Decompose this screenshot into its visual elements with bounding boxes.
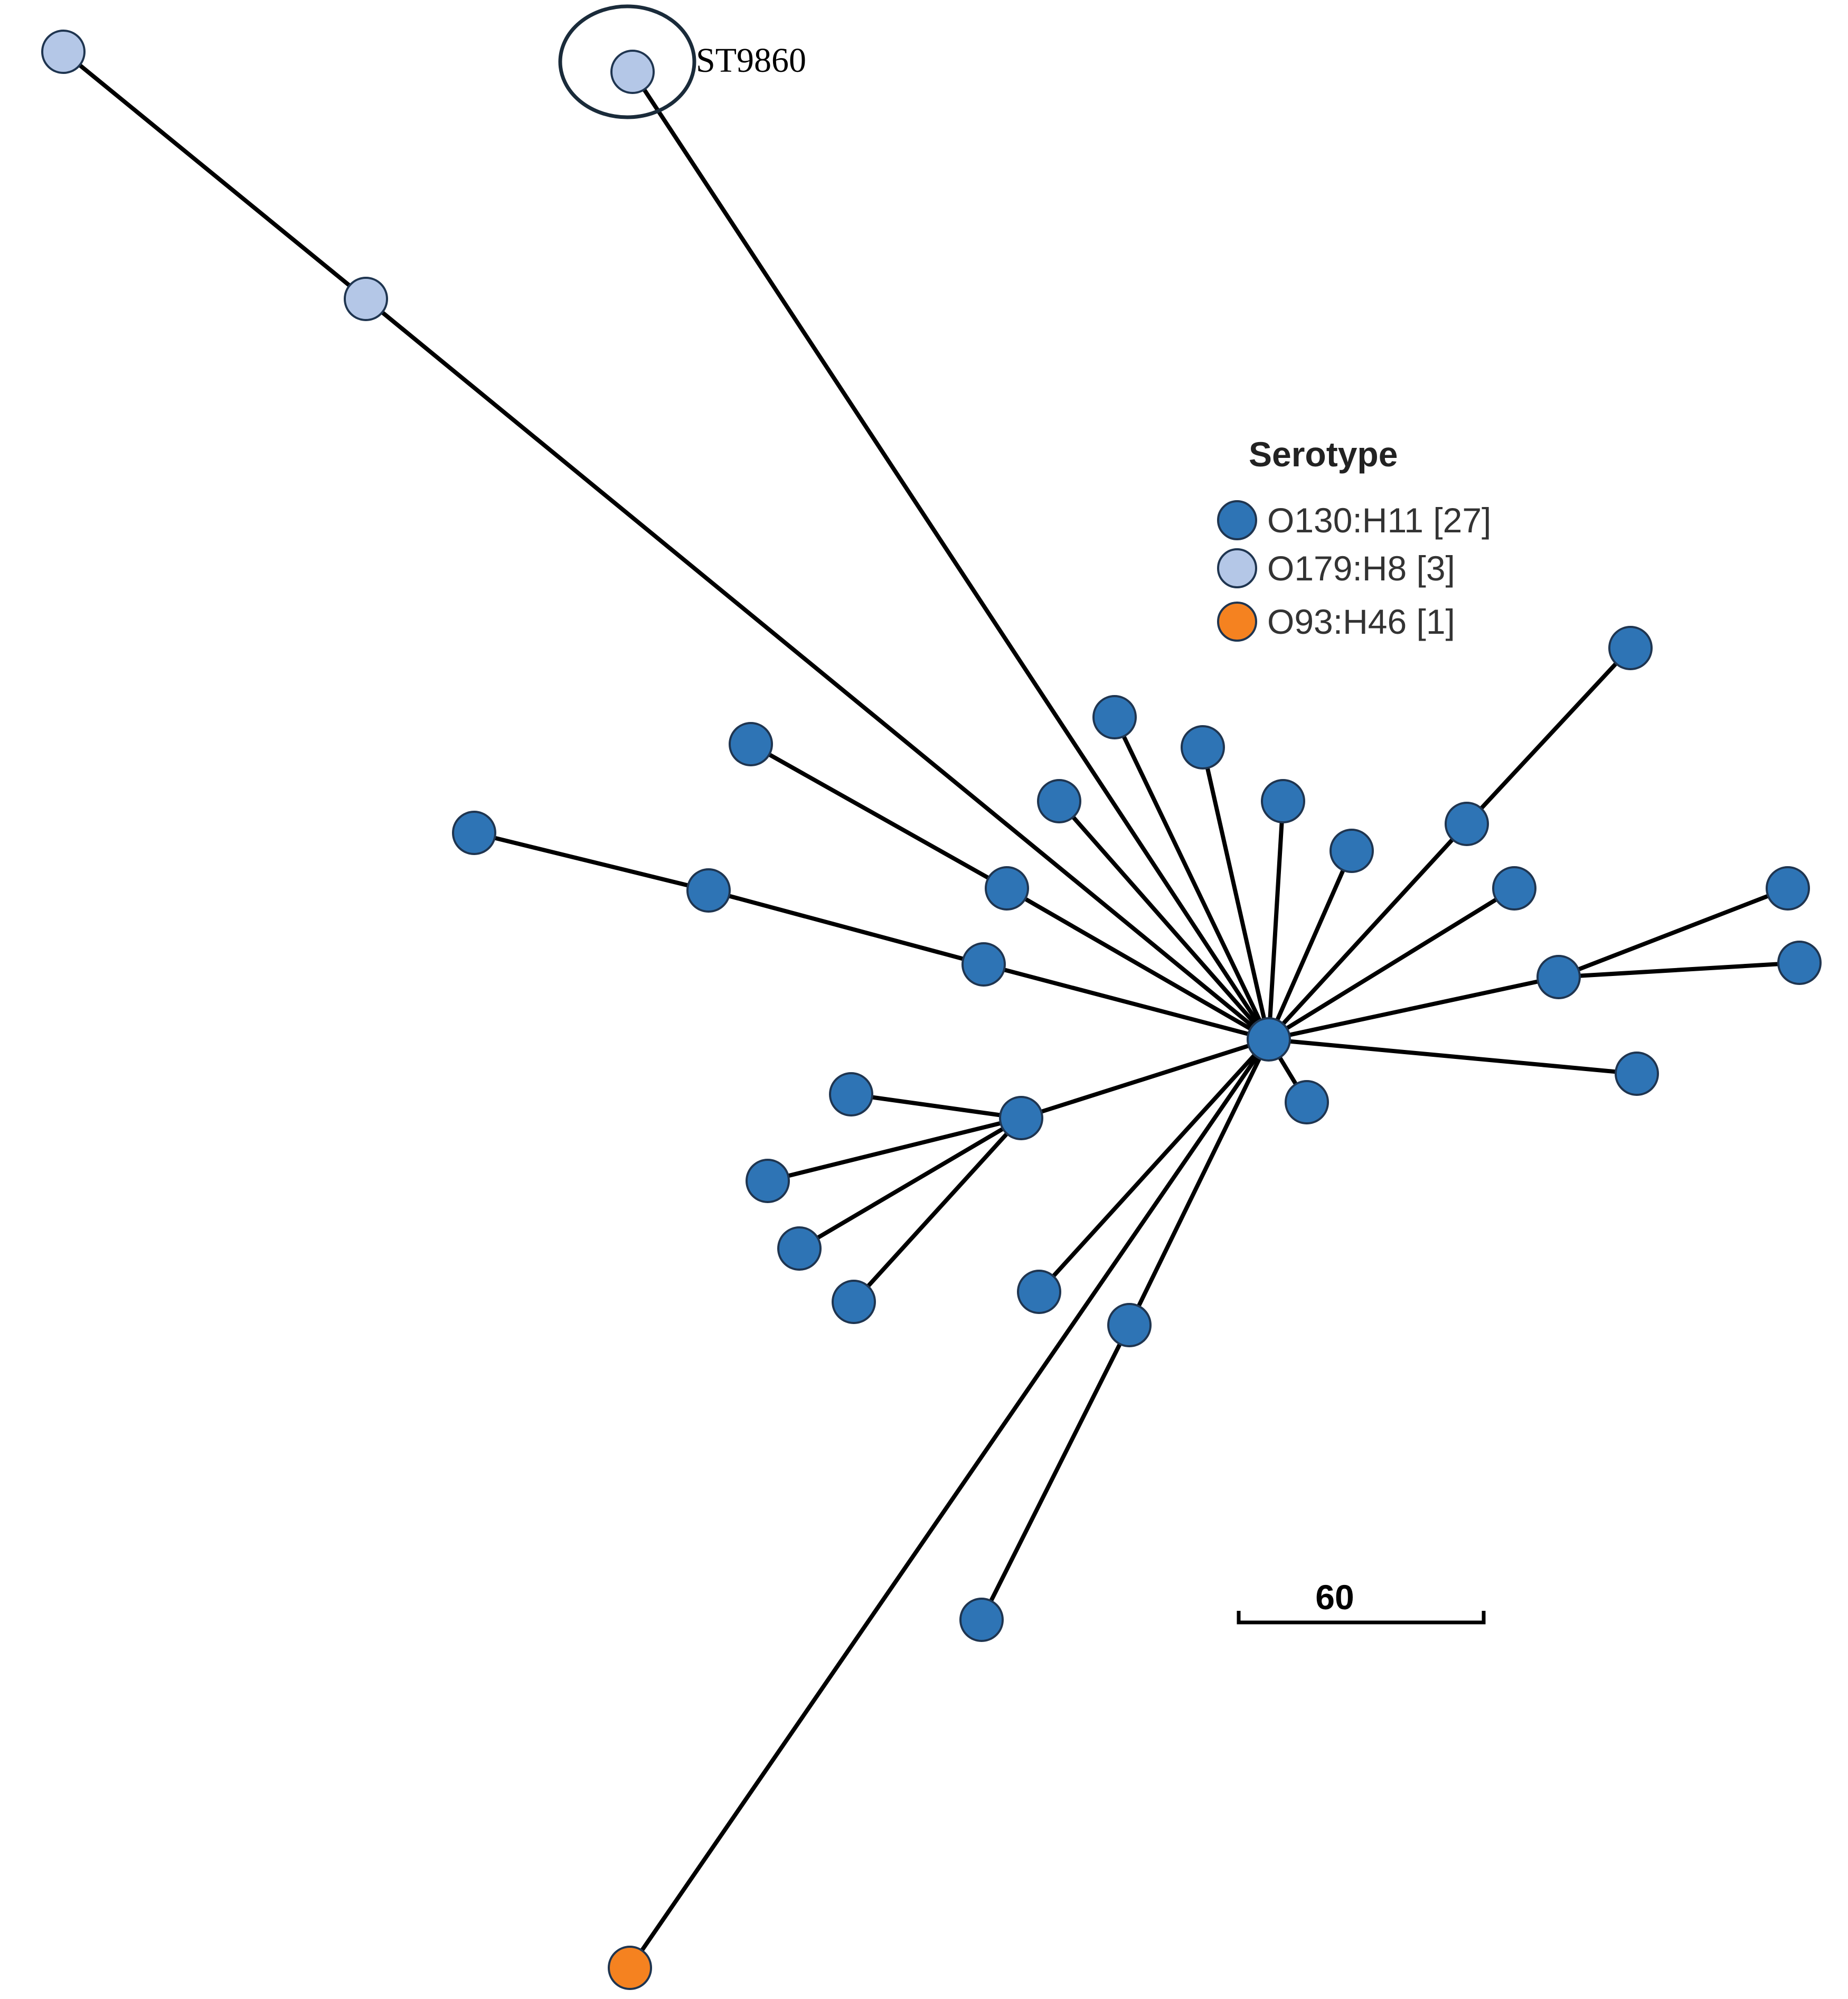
scale-bar-line (1237, 1611, 1486, 1625)
edge (1267, 1037, 1639, 1076)
node-o130-h11 (1017, 1270, 1061, 1314)
node-o130-h11 (985, 866, 1029, 911)
edge (1267, 849, 1354, 1041)
edge (1201, 745, 1271, 1041)
edge (1557, 961, 1802, 979)
node-o130-h11 (1766, 866, 1810, 911)
edge (982, 962, 1271, 1041)
edge (61, 50, 368, 301)
node-o130-h11 (1615, 1052, 1659, 1096)
st9860-highlight-ring (558, 4, 696, 119)
edge (797, 1116, 1023, 1251)
node-o130-h11 (729, 722, 773, 766)
node-o130-h11 (959, 1598, 1004, 1642)
edge (1019, 1037, 1271, 1120)
edge (749, 742, 1009, 890)
legend-swatch-o130-h11 (1217, 500, 1257, 540)
tree-edges (61, 50, 1802, 1970)
node-o130-h11 (1247, 1017, 1291, 1062)
edge (1037, 1037, 1271, 1294)
node-o130-h11 (1285, 1080, 1329, 1124)
node-o130-h11 (452, 811, 496, 855)
node-o130-h11 (1536, 955, 1581, 999)
node-o130-h11 (1092, 695, 1137, 739)
edge (1112, 715, 1271, 1041)
legend-label-o179-h8: O179:H8 [3] (1267, 549, 1455, 588)
legend: Serotype O130:H11 [27] O179:H8 [3] O93:H… (1217, 435, 1491, 642)
edge (706, 888, 986, 966)
edge (1465, 646, 1633, 826)
edge (1005, 886, 1271, 1041)
node-o93-h46 (608, 1946, 652, 1990)
node-o130-h11 (1181, 725, 1225, 769)
edge (852, 1116, 1023, 1304)
edge (1267, 822, 1469, 1041)
scale-bar: 60 (1237, 1578, 1486, 1625)
edge (1267, 886, 1516, 1041)
node-o179-h8-st9860 (610, 50, 655, 94)
edge (979, 1323, 1132, 1622)
node-o130-h11 (746, 1159, 790, 1203)
edge (630, 70, 1271, 1041)
node-o130-h11 (832, 1280, 876, 1324)
edge (1557, 886, 1790, 979)
legend-label-o130-h11: O130:H11 [27] (1267, 501, 1491, 540)
node-o130-h11 (1445, 802, 1489, 846)
legend-swatch-o179-h8 (1217, 548, 1257, 588)
node-o130-h11 (1330, 829, 1374, 873)
node-o130-h11 (1107, 1303, 1152, 1347)
edge (1127, 1037, 1271, 1327)
node-o130-h11 (999, 1096, 1043, 1140)
edge (628, 1037, 1271, 1970)
scale-bar-label: 60 (1315, 1578, 1354, 1617)
node-o130-h11 (829, 1072, 873, 1116)
legend-label-o93-h46: O93:H46 [1] (1267, 602, 1455, 641)
edge (472, 831, 711, 893)
node-o130-h11 (1261, 779, 1305, 823)
tree-nodes (41, 30, 1822, 1990)
node-o179-h8 (344, 277, 388, 321)
legend-swatch-o93-h46 (1217, 602, 1257, 642)
node-o130-h11 (777, 1226, 822, 1271)
edge (766, 1116, 1023, 1183)
edge (1267, 975, 1561, 1041)
edge (1057, 799, 1271, 1041)
edge (364, 297, 1271, 1041)
node-o130-h11 (1492, 866, 1536, 911)
node-o130-h11 (1608, 626, 1653, 670)
node-o130-h11 (961, 942, 1006, 987)
st9860-label: ST9860 (696, 41, 806, 80)
legend-title: Serotype (1249, 435, 1398, 474)
node-o130-h11 (1777, 941, 1822, 985)
edge (849, 1092, 1023, 1120)
node-o130-h11 (686, 868, 731, 913)
edge (1267, 799, 1285, 1041)
node-o179-h8 (41, 30, 86, 74)
node-o130-h11 (1037, 779, 1081, 823)
